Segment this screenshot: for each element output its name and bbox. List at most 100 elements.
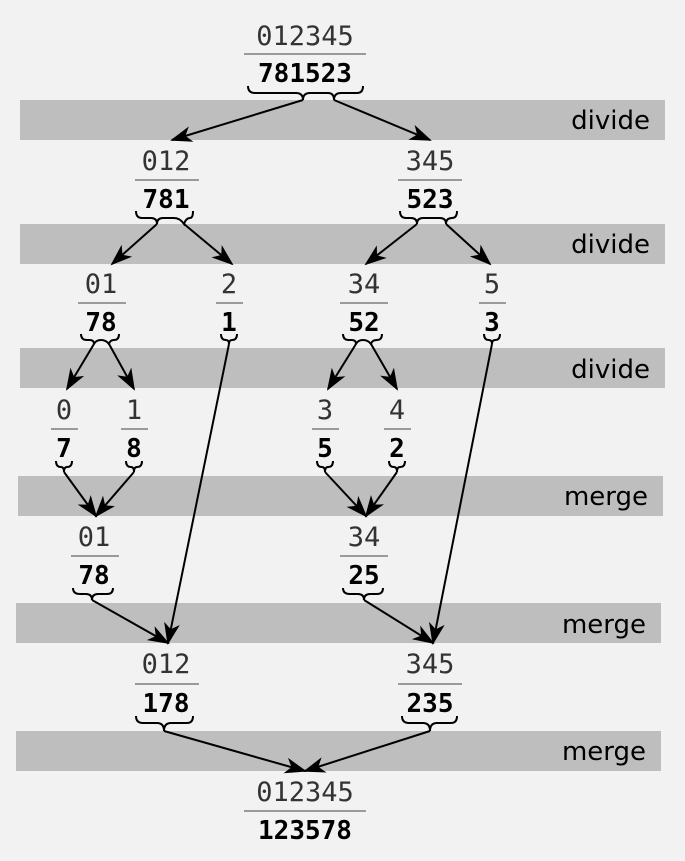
brace — [401, 715, 458, 732]
arrow — [63, 471, 98, 518]
arrow — [333, 99, 432, 141]
arrow — [364, 471, 398, 518]
array-node: 012 178 — [135, 649, 199, 732]
arrow — [164, 343, 230, 645]
node-values: 3 — [484, 308, 500, 338]
node-values: 235 — [407, 689, 454, 719]
array-node: 2 1 — [216, 269, 243, 345]
brace — [135, 715, 194, 732]
arrow — [429, 343, 493, 645]
step-band: merge — [16, 603, 661, 643]
step-band-label: divide — [571, 106, 650, 136]
array-node: 012345 123578 — [244, 777, 366, 846]
brace — [342, 587, 384, 601]
array-node: 1 8 — [121, 395, 148, 473]
arrow — [91, 599, 170, 644]
node-values: 7 — [56, 434, 72, 464]
node-indices: 01 — [85, 269, 118, 300]
array-node: 34 25 — [340, 522, 388, 601]
brace — [55, 460, 73, 473]
brace — [247, 85, 364, 101]
brace — [125, 460, 143, 473]
step-band-bar — [20, 348, 665, 388]
arrow — [445, 223, 492, 266]
arrow — [170, 99, 304, 142]
arrow — [370, 343, 399, 391]
step-band: divide — [20, 100, 665, 140]
nodes: 012345 781523 012 781 345 523 01 78 2 1 — [51, 21, 506, 846]
node-values: 5 — [317, 434, 333, 464]
arrow — [65, 343, 95, 391]
connectors — [63, 99, 493, 774]
step-band-label: merge — [562, 737, 646, 767]
array-node: 01 78 — [78, 269, 126, 347]
node-indices: 345 — [406, 146, 455, 177]
step-band-label: merge — [564, 482, 648, 512]
node-indices: 345 — [406, 649, 455, 680]
node-values: 78 — [85, 308, 116, 338]
array-node: 4 2 — [384, 395, 411, 473]
brace — [220, 333, 238, 345]
brace — [316, 460, 334, 473]
node-values: 123578 — [258, 816, 352, 846]
array-node: 0 7 — [51, 395, 78, 473]
node-indices: 4 — [389, 395, 405, 426]
step-bands: divide divide divide merge merge merge — [16, 100, 665, 771]
array-node: 01 78 — [71, 522, 119, 601]
step-band-bar — [20, 224, 665, 264]
array-node: 34 52 — [340, 269, 388, 347]
node-values: 2 — [389, 434, 405, 464]
step-band-label: divide — [571, 230, 650, 260]
arrow — [163, 730, 307, 774]
step-band-bar — [16, 603, 661, 643]
node-values: 25 — [348, 561, 379, 591]
step-band-bar — [20, 100, 665, 140]
arrow — [363, 599, 435, 645]
node-indices: 012345 — [256, 21, 354, 52]
brace — [483, 333, 501, 345]
step-band: merge — [18, 476, 663, 516]
node-indices: 012 — [142, 146, 191, 177]
brace — [388, 460, 406, 473]
step-band-label: divide — [571, 355, 650, 385]
brace — [80, 333, 120, 347]
arrow — [108, 343, 135, 391]
arrow — [364, 223, 418, 266]
step-band-bar — [16, 731, 661, 771]
brace — [72, 587, 114, 601]
array-node: 3 5 — [312, 395, 339, 473]
node-values: 781 — [143, 185, 190, 215]
step-band: merge — [16, 731, 661, 771]
brace — [342, 333, 383, 347]
node-values: 78 — [78, 561, 109, 591]
arrow — [324, 471, 368, 518]
node-indices: 3 — [317, 395, 333, 426]
step-band: divide — [20, 348, 665, 388]
node-indices: 34 — [348, 522, 381, 553]
array-node: 5 3 — [479, 269, 506, 345]
node-indices: 0 — [56, 395, 72, 426]
node-indices: 01 — [78, 522, 111, 553]
node-indices: 012 — [142, 649, 191, 680]
node-values: 1 — [221, 308, 237, 338]
arrow — [326, 343, 357, 391]
node-values: 781523 — [258, 59, 352, 89]
arrow — [110, 223, 158, 266]
node-values: 523 — [407, 185, 454, 215]
node-indices: 5 — [484, 269, 500, 300]
node-indices: 1 — [126, 395, 142, 426]
node-indices: 34 — [348, 269, 381, 300]
array-node: 345 523 — [398, 146, 462, 225]
node-values: 8 — [126, 434, 142, 464]
arrow — [183, 223, 234, 266]
node-values: 52 — [348, 308, 379, 338]
arrow — [94, 471, 135, 518]
brace — [135, 210, 194, 227]
brace — [399, 210, 458, 225]
arrow — [303, 730, 431, 773]
node-indices: 012345 — [256, 777, 354, 808]
array-node: 012345 781523 — [244, 21, 366, 101]
step-band: divide — [20, 224, 665, 264]
node-indices: 2 — [221, 269, 237, 300]
